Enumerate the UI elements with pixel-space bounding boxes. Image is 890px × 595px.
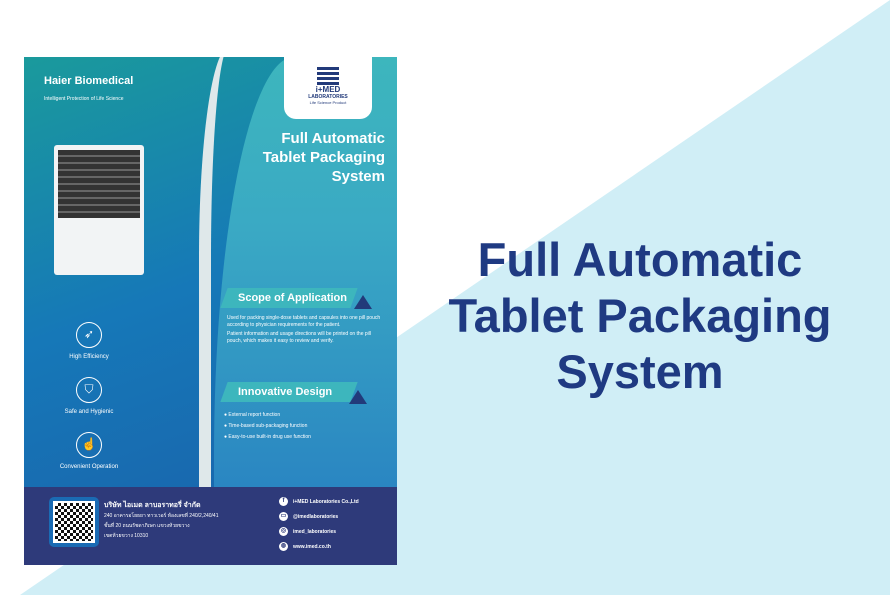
design-heading: Innovative Design <box>220 382 358 402</box>
rocket-icon: ➶ <box>76 322 102 348</box>
facebook-icon: f <box>279 497 288 507</box>
triangle-icon <box>354 295 372 309</box>
instagram-icon: ◎ <box>279 527 288 537</box>
machine-image <box>54 145 144 275</box>
scope-text: Used for packing single-dose tablets and… <box>227 315 381 344</box>
shield-icon: ⛉ <box>76 377 102 403</box>
brand-tagline: Intelligent Protection of Life Science <box>44 96 124 102</box>
brand-name: Haier Biomedical <box>44 75 134 87</box>
feature-convenient: ☝Convenient Operation <box>44 432 134 470</box>
feature-high-efficiency: ➶High Efficiency <box>44 322 134 360</box>
line-icon: ▭ <box>279 512 288 522</box>
triangle-icon <box>349 390 367 404</box>
scope-heading: Scope of Application <box>220 288 358 308</box>
poster-curve <box>199 57 229 507</box>
touch-icon: ☝ <box>76 432 102 458</box>
design-list: ● External report function● Time-based s… <box>224 412 311 440</box>
feature-safe: ⛉Safe and Hygienic <box>44 377 134 415</box>
qr-code <box>49 497 99 547</box>
globe-icon: ◍ <box>279 542 288 552</box>
